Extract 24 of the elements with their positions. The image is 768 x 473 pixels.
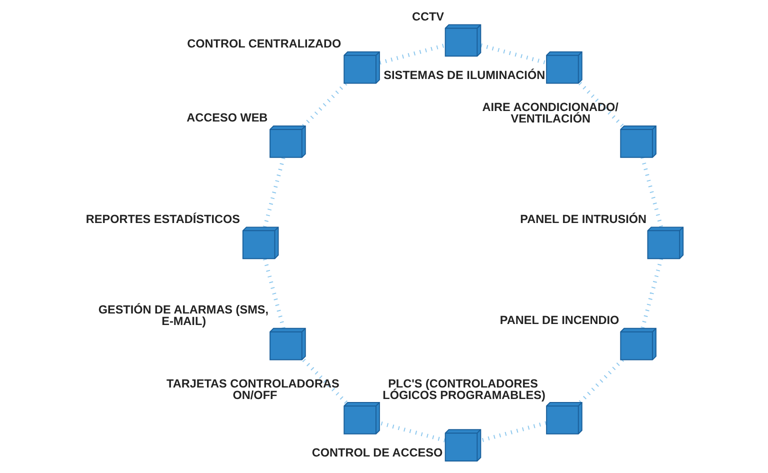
connector: [302, 358, 347, 404]
node-label: CONTROL CENTRALIZADO: [186, 38, 341, 51]
node-label: PLC'S (CONTROLADORES LÓGICOS PROGRAMABLES): [382, 377, 545, 402]
connector: [262, 156, 285, 228]
node-label: REPORTES ESTADÍSTICOS: [85, 212, 240, 226]
connector: [578, 82, 624, 128]
connector: [640, 258, 663, 329]
node-label: TARJETAS CONTROLADORAS ON/OFF: [166, 377, 339, 402]
connector: [378, 421, 445, 442]
node-label: CONTROL DE ACCESO: [311, 446, 442, 460]
connector: [378, 43, 446, 65]
connector: [262, 258, 285, 329]
connector: [578, 358, 624, 404]
node-label: GESTIÓN DE ALARMAS (SMS, E-MAIL): [98, 303, 268, 328]
connector: [640, 156, 663, 228]
node-label: CCTV: [411, 10, 444, 24]
node-label: PANEL DE INTRUSIÓN: [520, 212, 646, 226]
node-label: AIRE ACONDICIONADO/ VENTILACIÓN: [482, 100, 618, 126]
connector: [480, 43, 546, 65]
node-label: ACCESO WEB: [186, 112, 268, 125]
node-label: SISTEMAS DE ILUMINACIÓN: [383, 68, 545, 82]
connector: [480, 421, 546, 442]
node-label: PANEL DE INCENDIO: [499, 314, 619, 328]
connector: [302, 82, 347, 128]
